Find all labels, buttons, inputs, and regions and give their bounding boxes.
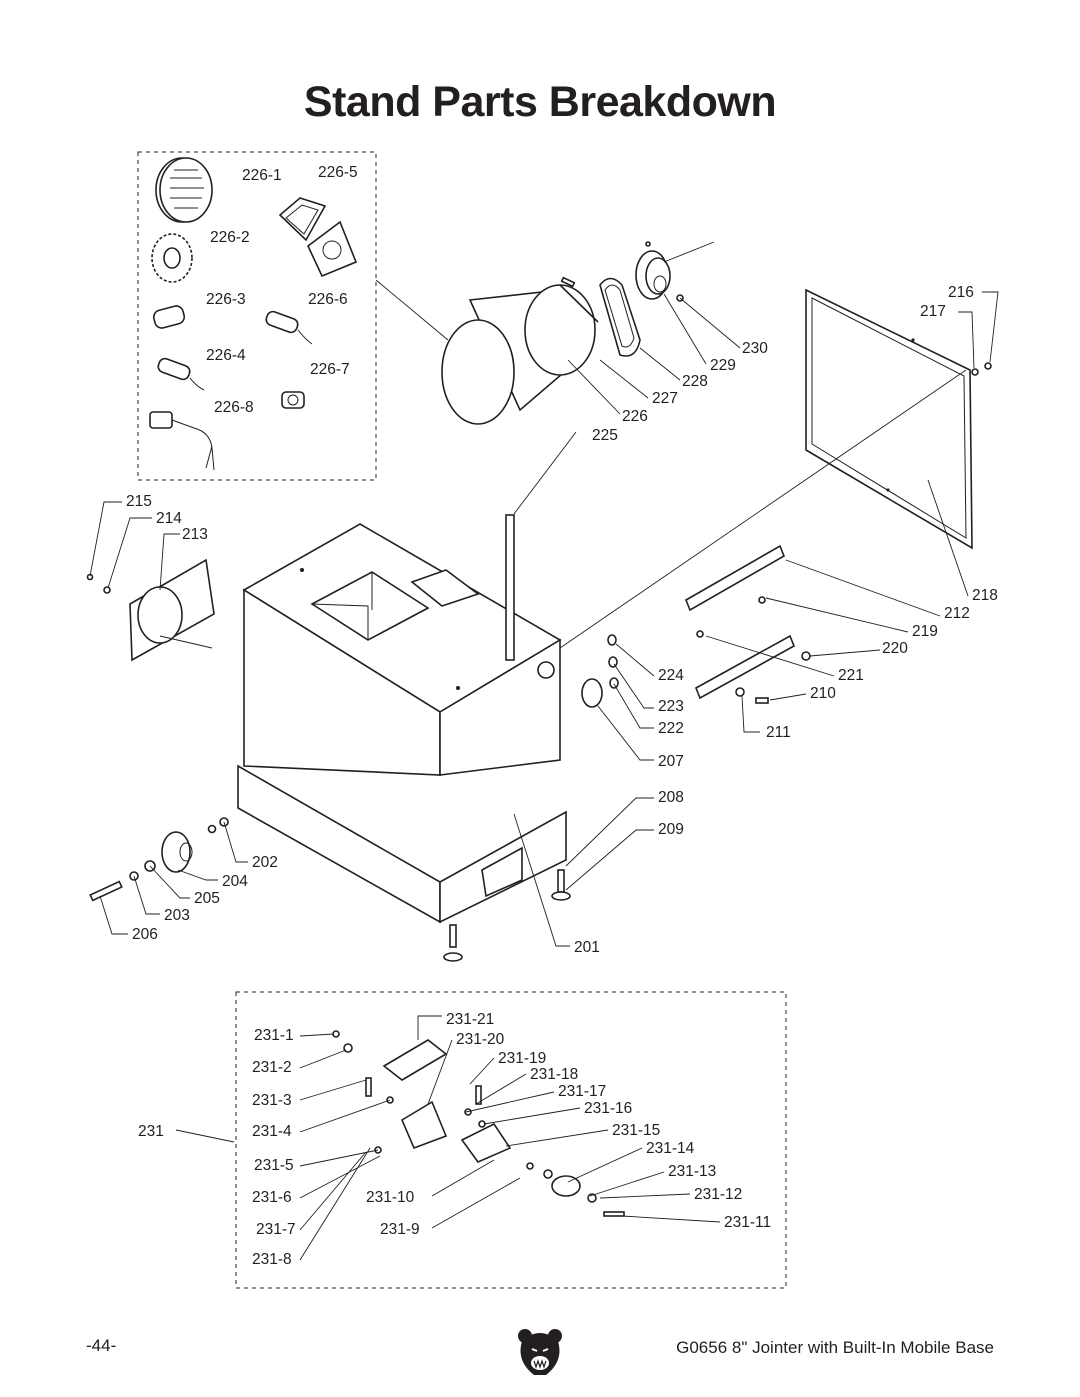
part-label-226-3: 226-3 — [206, 291, 246, 308]
part-label-216: 216 — [948, 284, 974, 301]
part-label-223: 223 — [658, 698, 684, 715]
mobile-base-detail-box — [235, 991, 787, 1289]
part-label-231-7: 231-7 — [256, 1221, 296, 1238]
motor-key-drawing — [560, 276, 576, 288]
part-label-231-17: 231-17 — [558, 1083, 606, 1100]
part-label-231-11: 231-11 — [724, 1214, 771, 1231]
part-label-220: 220 — [882, 640, 908, 657]
part-label-201: 201 — [574, 939, 600, 956]
part-label-226-6: 226-6 — [308, 291, 348, 308]
page-number: -44- — [86, 1336, 117, 1355]
part-label-226-7: 226-7 — [310, 361, 350, 378]
mobile-base-assembly-drawing — [332, 1030, 625, 1217]
part-label-225: 225 — [592, 427, 618, 444]
dust-port-drawing — [581, 678, 603, 708]
part-label-219: 219 — [912, 623, 938, 640]
part-label-212: 212 — [944, 605, 970, 622]
lift-rails-drawing — [684, 544, 811, 704]
part-label-210: 210 — [810, 685, 836, 702]
part-label-231-21: 231-21 — [446, 1011, 494, 1028]
manual-title: G0656 8" Jointer with Built-In Mobile Ba… — [676, 1338, 994, 1357]
part-label-231-10: 231-10 — [366, 1189, 415, 1206]
motor-drawing — [441, 284, 599, 425]
dust-hood-drawing — [129, 558, 215, 662]
fan-cover-drawing — [155, 157, 213, 223]
v-belt-drawing — [599, 277, 641, 357]
part-label-218: 218 — [972, 587, 998, 604]
junction-plate-drawing — [307, 220, 358, 278]
part-label-231-15: 231-15 — [612, 1122, 660, 1139]
part-label-221: 221 — [838, 667, 864, 684]
part-label-226-2: 226-2 — [210, 229, 250, 246]
part-label-231-9: 231-9 — [380, 1221, 420, 1238]
part-label-231-1: 231-1 — [254, 1027, 294, 1044]
part-label-231-18: 231-18 — [530, 1066, 578, 1083]
part-label-231-8: 231-8 — [252, 1251, 292, 1268]
part-label-211: 211 — [766, 724, 791, 741]
part-label-231-2: 231-2 — [252, 1059, 292, 1076]
wheel-assembly-drawing — [89, 817, 229, 902]
part-label-224: 224 — [658, 667, 684, 684]
part-label-231-4: 231-4 — [252, 1123, 292, 1140]
power-cord-drawing — [149, 411, 215, 471]
part-label-231: 231 — [138, 1123, 164, 1140]
part-label-206: 206 — [132, 926, 158, 943]
part-label-222: 222 — [658, 720, 684, 737]
capacitor-drawing — [152, 305, 186, 329]
access-panel-drawing — [805, 288, 973, 550]
motor-detail-box — [137, 151, 377, 481]
part-label-226-4: 226-4 — [206, 347, 246, 364]
part-label-208: 208 — [658, 789, 684, 806]
part-label-207: 207 — [658, 753, 684, 770]
part-label-209: 209 — [658, 821, 684, 838]
part-label-231-16: 231-16 — [584, 1100, 632, 1117]
centrifugal-switch-drawing — [281, 391, 305, 409]
motor-pulley-drawing — [635, 250, 671, 300]
part-label-202: 202 — [252, 854, 278, 871]
part-label-231-6: 231-6 — [252, 1189, 292, 1206]
part-label-231-19: 231-19 — [498, 1050, 546, 1067]
part-label-203: 203 — [164, 907, 190, 924]
part-label-231-12: 231-12 — [694, 1186, 742, 1203]
part-label-204: 204 — [222, 873, 248, 890]
part-label-213: 213 — [182, 526, 208, 543]
cabinet-bolt-drawing — [505, 514, 515, 661]
part-label-215: 215 — [126, 493, 152, 510]
leveling-feet-drawing — [443, 869, 571, 962]
part-label-217: 217 — [920, 303, 946, 320]
part-label-229: 229 — [710, 357, 736, 374]
page-title: Stand Parts Breakdown — [303, 78, 777, 126]
part-label-230: 230 — [742, 340, 768, 357]
part-label-226: 226 — [622, 408, 648, 425]
part-label-205: 205 — [194, 890, 220, 907]
junction-box-drawing — [278, 197, 327, 242]
part-label-231-20: 231-20 — [456, 1031, 505, 1048]
part-label-226-5: 226-5 — [318, 164, 358, 181]
washers-drawing — [607, 634, 619, 689]
part-label-228: 228 — [682, 373, 708, 390]
part-label-231-3: 231-3 — [252, 1092, 292, 1109]
cabinet-stand-drawing — [237, 523, 567, 924]
fan-drawing — [151, 233, 193, 283]
bear-head-logo — [518, 1329, 562, 1375]
part-label-231-14: 231-14 — [646, 1140, 695, 1157]
part-label-226-8: 226-8 — [214, 399, 254, 416]
part-label-227: 227 — [652, 390, 678, 407]
capacitor-3-drawing — [157, 357, 205, 391]
part-label-214: 214 — [156, 510, 182, 527]
part-label-231-5: 231-5 — [254, 1157, 294, 1174]
capacitor-2-drawing — [265, 310, 313, 345]
part-label-226-1: 226-1 — [242, 167, 282, 184]
part-label-231-13: 231-13 — [668, 1163, 716, 1180]
